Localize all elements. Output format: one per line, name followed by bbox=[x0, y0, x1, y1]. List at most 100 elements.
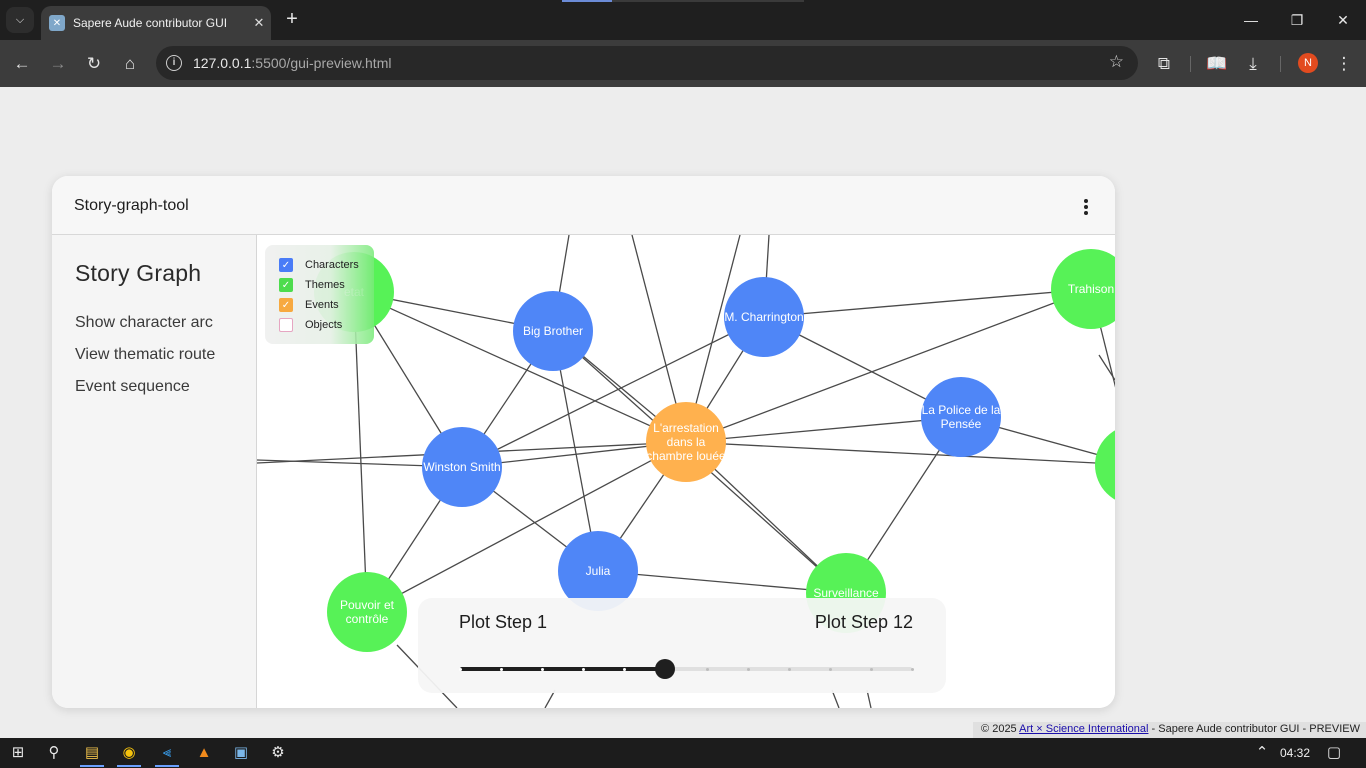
forward-icon[interactable]: → bbox=[49, 54, 67, 73]
graph-node-label: Winston Smith bbox=[423, 460, 500, 474]
browser-menu-icon[interactable]: ⋮ bbox=[1335, 54, 1353, 73]
slider-step-tick[interactable] bbox=[870, 667, 873, 671]
toolbar-separator bbox=[1190, 56, 1191, 72]
sidebar-heading: Story Graph bbox=[75, 260, 202, 286]
objects-checkbox-icon[interactable] bbox=[279, 318, 293, 332]
graph-node-circle[interactable] bbox=[513, 291, 593, 371]
close-tab-icon[interactable]: ✕ bbox=[253, 15, 265, 30]
story-graph-canvas[interactable]: Big Brother M. Charrington La Police de la… bbox=[257, 235, 1115, 708]
plot-step-slider-fill bbox=[460, 667, 665, 671]
graph-node-circle[interactable] bbox=[327, 572, 407, 652]
tab-strip-indicator bbox=[562, 0, 804, 2]
reading-list-icon[interactable]: 📖 bbox=[1206, 54, 1228, 73]
tab-search-icon[interactable]: ⌵ bbox=[6, 7, 34, 33]
graph-node-circle[interactable] bbox=[724, 277, 804, 357]
plot-step-slider-thumb[interactable] bbox=[655, 659, 675, 679]
graph-node-charrington[interactable]: M. Charrington bbox=[724, 277, 804, 357]
events-checkbox-icon[interactable]: ✓ bbox=[279, 298, 293, 312]
slider-step-tick[interactable] bbox=[911, 667, 914, 671]
bookmark-star-icon[interactable]: ☆ bbox=[1108, 52, 1124, 71]
slider-step-tick[interactable] bbox=[706, 667, 709, 671]
graph-node-circle[interactable] bbox=[646, 402, 726, 482]
footer-copyright: © 2025 bbox=[981, 723, 1020, 735]
extensions-icon[interactable]: ⧉ bbox=[1157, 54, 1171, 73]
legend-events-label: Events bbox=[305, 299, 339, 311]
legend-events[interactable]: ✓ Events bbox=[279, 295, 374, 315]
graph-node-label: Julia bbox=[586, 564, 611, 578]
slider-step-tick[interactable] bbox=[459, 667, 462, 671]
settings-gear-icon[interactable]: ⚙ bbox=[271, 744, 285, 761]
legend-characters[interactable]: ✓ Characters bbox=[279, 255, 374, 275]
graph-node-winston[interactable]: Winston Smith bbox=[422, 427, 502, 507]
graph-node-circle[interactable] bbox=[558, 531, 638, 611]
graph-edge bbox=[597, 570, 847, 594]
new-tab-button[interactable]: + bbox=[286, 8, 298, 30]
event-sequence-link[interactable]: Event sequence bbox=[75, 378, 190, 395]
browser-toolbar: ← → ↻ ⌂ i 127.0.0.1:5500/gui-preview.htm… bbox=[0, 40, 1366, 87]
home-icon[interactable]: ⌂ bbox=[124, 54, 136, 73]
vscode-icon[interactable]: ⫷ bbox=[162, 744, 172, 761]
slider-step-tick[interactable] bbox=[747, 667, 750, 671]
characters-checkbox-icon[interactable]: ✓ bbox=[279, 258, 293, 272]
footer-link[interactable]: Art × Science International bbox=[1019, 723, 1149, 735]
taskbar-search-icon[interactable]: ⚲ bbox=[48, 744, 60, 761]
notifications-icon[interactable]: ▢ bbox=[1326, 744, 1342, 761]
plot-step-end-label: Plot Step 12 bbox=[814, 612, 913, 632]
app-title: Story-graph-tool bbox=[74, 197, 189, 214]
graph-node-circle[interactable] bbox=[1095, 425, 1115, 505]
slider-step-tick[interactable] bbox=[623, 667, 626, 671]
url-text[interactable]: 127.0.0.1:5500/gui-preview.html bbox=[193, 55, 391, 71]
slider-step-tick[interactable] bbox=[500, 667, 503, 671]
graph-node-circle[interactable] bbox=[921, 377, 1001, 457]
restore-icon[interactable]: ❐ bbox=[1290, 12, 1304, 28]
legend-characters-label: Characters bbox=[305, 259, 359, 271]
reload-icon[interactable]: ↻ bbox=[86, 54, 102, 73]
legend-themes[interactable]: ✓ Themes bbox=[279, 275, 374, 295]
url-path: :5500/gui-preview.html bbox=[251, 55, 392, 71]
graph-node-circle[interactable] bbox=[1051, 249, 1115, 329]
card-header: Story-graph-tool bbox=[52, 176, 1115, 235]
close-window-icon[interactable]: ✕ bbox=[1337, 12, 1349, 28]
page-footer: © 2025 Art × Science International - Sap… bbox=[973, 722, 1366, 738]
plot-step-slider[interactable] bbox=[459, 659, 914, 679]
os-taskbar: ⊞ ⚲ ▤ ◉ ⫷ ▲ ▣ ⚙ ⌃ 04:32 ▢ bbox=[0, 738, 1366, 768]
show-character-arc-link[interactable]: Show character arc bbox=[75, 314, 213, 331]
taskbar-clock[interactable]: 04:32 bbox=[1280, 746, 1311, 760]
slider-step-tick[interactable] bbox=[829, 667, 832, 671]
site-info-icon[interactable]: i bbox=[166, 55, 182, 71]
slider-step-tick[interactable] bbox=[582, 667, 585, 671]
graph-node-partial-right[interactable]: Viol bbox=[1095, 425, 1115, 505]
more-options-icon[interactable] bbox=[1079, 196, 1093, 218]
graph-node-circle[interactable] bbox=[422, 427, 502, 507]
graph-node-trahison[interactable]: Trahison bbox=[1051, 249, 1115, 329]
taskbar-active-indicator bbox=[117, 765, 141, 767]
image-viewer-icon[interactable]: ▣ bbox=[233, 744, 249, 761]
legend-objects[interactable]: Objects bbox=[279, 315, 374, 335]
vlc-icon[interactable]: ▲ bbox=[196, 744, 212, 761]
graph-node-big-brother[interactable]: Big Brother bbox=[513, 291, 593, 371]
legend-themes-label: Themes bbox=[305, 279, 345, 291]
graph-edge bbox=[685, 416, 962, 443]
graph-edge bbox=[763, 288, 1092, 318]
back-icon[interactable]: ← bbox=[13, 54, 31, 73]
graph-node-label: M. Charrington bbox=[724, 310, 803, 324]
system-tray-chevron-icon[interactable]: ⌃ bbox=[1255, 744, 1269, 761]
profile-avatar[interactable]: N bbox=[1298, 53, 1318, 73]
slider-step-tick[interactable] bbox=[788, 667, 791, 671]
file-explorer-icon[interactable]: ▤ bbox=[84, 744, 100, 761]
minimize-icon[interactable]: — bbox=[1244, 12, 1258, 28]
address-bar[interactable]: i 127.0.0.1:5500/gui-preview.html ☆ bbox=[156, 46, 1138, 80]
tab-title: Sapere Aude contributor GUI bbox=[73, 16, 228, 30]
slider-step-tick[interactable] bbox=[541, 667, 544, 671]
view-thematic-route-link[interactable]: View thematic route bbox=[75, 346, 216, 363]
chrome-icon[interactable]: ◉ bbox=[122, 744, 136, 761]
themes-checkbox-icon[interactable]: ✓ bbox=[279, 278, 293, 292]
graph-node-julia[interactable]: Julia bbox=[558, 531, 638, 611]
windows-start-icon[interactable]: ⊞ bbox=[11, 744, 25, 761]
browser-tab[interactable]: ✕ Sapere Aude contributor GUI ✕ bbox=[41, 6, 271, 40]
download-icon[interactable]: ⤓ bbox=[1249, 54, 1257, 73]
